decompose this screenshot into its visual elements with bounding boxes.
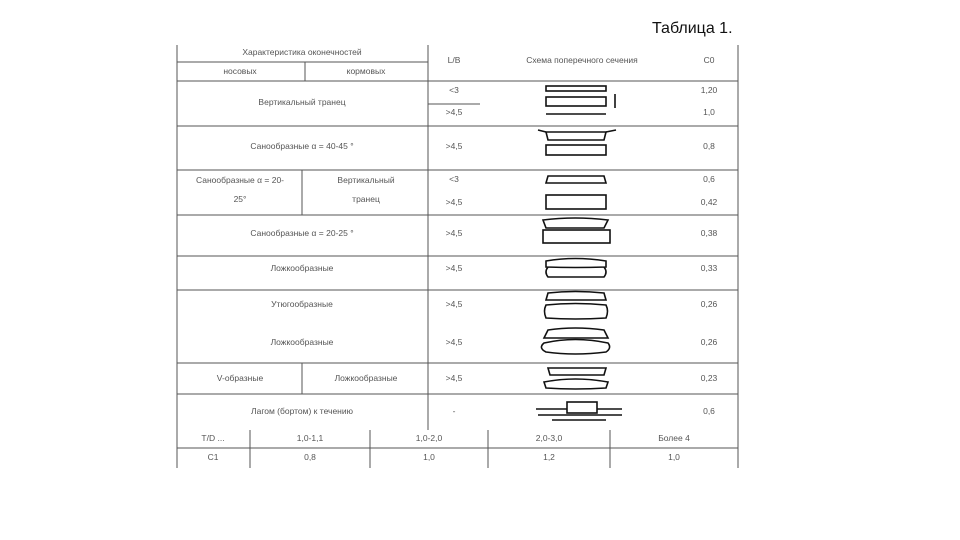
hull-scheme-vertical-transom [545, 85, 616, 115]
row7-ratio: >4,5 [445, 337, 463, 347]
row1-ratio-2: >4,5 [445, 107, 463, 117]
footer-value-3: 1,2 [543, 452, 555, 462]
row1-coef-2: 1,0 [703, 107, 715, 117]
row3-ratio-1: <3 [449, 174, 459, 184]
row5-coef: 0,33 [700, 263, 718, 273]
hull-scheme-sled-40 [537, 129, 617, 156]
row8-bow: V-образные [216, 373, 264, 383]
row8-stern: Ложкообразные [334, 373, 398, 383]
footer-range-2: 1,0-2,0 [415, 433, 443, 443]
hull-scheme-v-shaped [542, 367, 610, 390]
row3-stern: Вертикальный транец [337, 175, 395, 204]
header-stern: кормовых [346, 66, 386, 76]
row1-ratio-1: <3 [449, 85, 459, 95]
row3-ratio-2: >4,5 [445, 197, 463, 207]
row6-ratio: >4,5 [445, 299, 463, 309]
header-ratio: L/B [447, 55, 461, 65]
row2-ratio: >4,5 [445, 141, 463, 151]
row7-label: Ложкообразные [270, 337, 334, 347]
row4-coef: 0,38 [700, 228, 718, 238]
row7-coef: 0,26 [700, 337, 718, 347]
row6-coef: 0,26 [700, 299, 718, 309]
hull-scheme-sled-20-25 [541, 217, 611, 244]
row5-label: Ложкообразные [270, 263, 334, 273]
header-characteristic: Характеристика оконечностей [242, 47, 362, 57]
row2-coef: 0,8 [703, 141, 715, 151]
footer-label-c1: C1 [207, 452, 219, 462]
row9-label: Лагом (бортом) к течению [251, 406, 353, 416]
row3-coef-2: 0,42 [700, 197, 718, 207]
header-bow: носовых [223, 66, 257, 76]
footer-label-td: T/D ... [201, 433, 225, 443]
row9-ratio: - [452, 406, 456, 416]
hull-scheme-spoon-2 [540, 327, 611, 355]
row4-ratio: >4,5 [445, 228, 463, 238]
row1-label: Вертикальный транец [258, 97, 346, 107]
header-scheme: Схема поперечного сечения [526, 55, 638, 65]
hull-scheme-broadside [536, 401, 622, 421]
header-coef: C0 [703, 55, 715, 65]
footer-value-4: 1,0 [668, 452, 680, 462]
footer-value-2: 1,0 [423, 452, 435, 462]
row9-coef: 0,6 [703, 406, 715, 416]
hull-scheme-iron [543, 290, 609, 320]
hull-scheme-sled-20 [544, 175, 608, 210]
row1-coef-1: 1,20 [700, 85, 718, 95]
row8-coef: 0,23 [700, 373, 718, 383]
footer-value-1: 0,8 [304, 452, 316, 462]
footer-range-4: Более 4 [658, 433, 690, 443]
row8-ratio: >4,5 [445, 373, 463, 383]
row5-ratio: >4,5 [445, 263, 463, 273]
table-caption: Таблица 1. [652, 20, 733, 37]
hull-scheme-spoon [545, 257, 607, 278]
row4-label: Санообразные α = 20-25 ° [250, 228, 354, 238]
row6-label: Утюгообразные [271, 299, 333, 309]
row3-coef-1: 0,6 [703, 174, 715, 184]
row3-bow: Санообразные α = 20-25° [195, 175, 284, 204]
footer-range-1: 1,0-1,1 [296, 433, 324, 443]
footer-range-3: 2,0-3,0 [535, 433, 563, 443]
row2-label: Санообразные α = 40-45 ° [250, 141, 354, 151]
